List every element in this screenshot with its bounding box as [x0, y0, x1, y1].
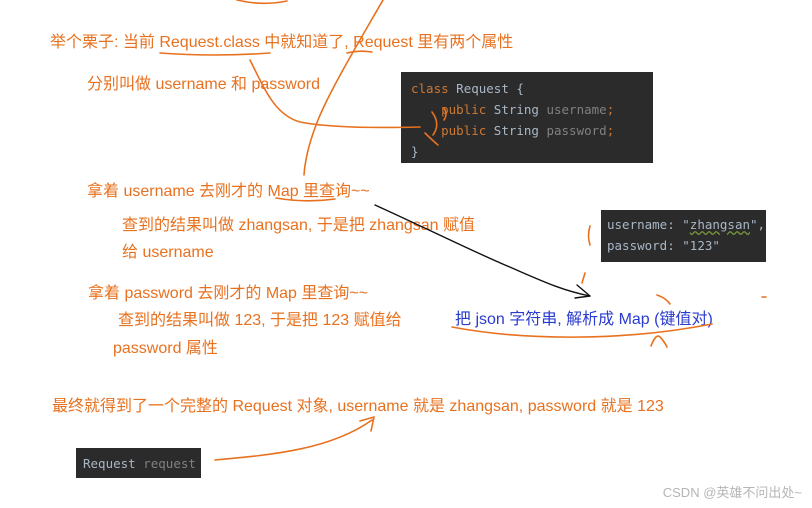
code-closing-brace: }	[411, 144, 419, 159]
code-field-password: password	[546, 123, 607, 138]
code-class-name: Request {	[448, 81, 524, 96]
code-type-1: String	[486, 102, 547, 117]
json-map-code: username: "zhangsan", password: "123"	[601, 210, 766, 262]
scribble-top-stroke	[236, 0, 288, 5]
request-variable-code: Request request	[76, 448, 201, 478]
code-request-var: request	[135, 456, 196, 471]
code-type-2: String	[486, 123, 547, 138]
note-line-4: 查到的结果叫做 zhangsan, 于是把 zhangsan 赋值	[122, 217, 476, 234]
check-mark-json	[581, 272, 586, 284]
hook-under-map	[656, 294, 671, 305]
arrow-to-request	[214, 419, 373, 461]
code-field-username: username	[546, 102, 607, 117]
code-class-keyword: class	[411, 81, 449, 96]
scribble-mark-right	[587, 225, 591, 246]
note-line-6: 拿着 password 去刚才的 Map 里查询~~	[88, 285, 369, 302]
caret-under-map	[650, 335, 668, 348]
csdn-watermark: CSDN @英雄不问出处~	[662, 485, 802, 500]
note-line-8: password 属性	[113, 340, 218, 357]
json-parse-note: 把 json 字符串, 解析成 Map (键值对)	[455, 311, 713, 328]
code-semicolon-2: ;	[606, 123, 615, 138]
json-comma: ,	[757, 217, 766, 232]
request-class-code: class Request { public String username; …	[401, 72, 653, 163]
note-line-5: 给 username	[122, 244, 214, 261]
json-key-username: username:	[607, 217, 683, 232]
code-request-type: Request	[83, 456, 136, 471]
note-line-3: 拿着 username 去刚才的 Map 里查询~~	[87, 183, 370, 200]
json-key-password: password:	[607, 238, 683, 253]
json-quote-close: "	[750, 217, 758, 232]
arrow-to-request-head	[359, 416, 375, 432]
arrow-map-to-json-head	[574, 284, 591, 299]
note-line-2: 分别叫做 username 和 password	[87, 76, 320, 93]
underline-request-class	[159, 52, 271, 56]
code-public-keyword-1: public	[441, 102, 487, 117]
json-quote-open: "	[682, 217, 690, 232]
note-line-1: 举个栗子: 当前 Request.class 中就知道了, Request 里有…	[50, 34, 514, 51]
json-value-123: "123"	[682, 238, 720, 253]
json-value-zhangsan: zhangsan	[689, 217, 751, 232]
code-public-keyword-2: public	[441, 123, 487, 138]
code-semicolon-1: ;	[606, 102, 615, 117]
note-line-9: 最终就得到了一个完整的 Request 对象, username 就是 zhan…	[52, 398, 664, 415]
note-line-7: 查到的结果叫做 123, 于是把 123 赋值给	[118, 312, 402, 329]
